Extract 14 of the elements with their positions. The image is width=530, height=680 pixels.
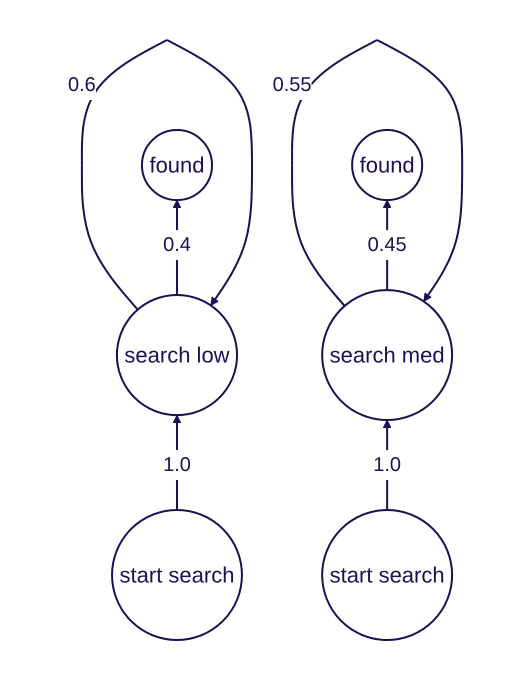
node-circle: found [140,129,213,202]
node-circle: search low [116,294,238,416]
edge-label: 0.6 [68,74,96,96]
node-circle: start search [321,509,454,641]
arrow [290,39,464,307]
node-circle: search med [321,289,454,422]
node-circle: found [351,129,424,202]
arrow [80,39,253,310]
node-circle: start search [110,509,243,641]
edge-label: 0.4 [162,234,191,256]
edge-label: 0.45 [368,234,407,256]
edge-label: 0.55 [272,74,312,96]
edge-label: 1.0 [162,454,191,476]
edge-label: 1.0 [373,454,401,476]
